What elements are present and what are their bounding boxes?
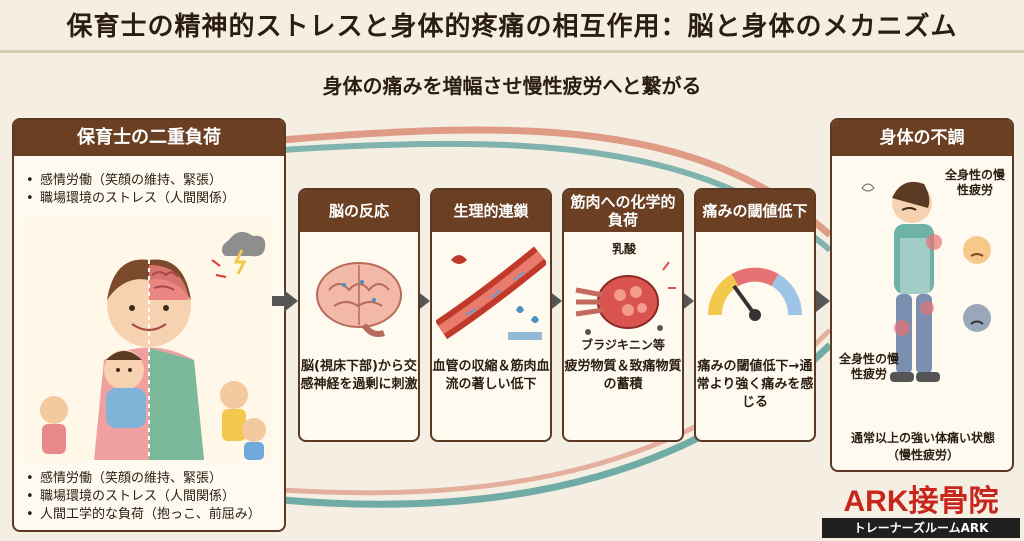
top-bullet-list: 感情労働（笑顔の維持、緊張） 職場環境のストレス（人間関係） [20, 172, 235, 208]
pain-threshold-step: 痛みの閾値低下 痛みの閾値低下→通常より強く痛みを感じる [694, 188, 816, 442]
chronic-fatigue-label-left: 全身性の慢性疲労 [838, 352, 899, 381]
brain-reaction-text: 脳(視床下部)から交感神経を過剰に刺激 [300, 359, 418, 392]
muscle-fiber-icon [575, 261, 676, 335]
pain-gauge-icon [707, 267, 803, 321]
brain-icon [316, 262, 402, 337]
muscle-chemical-step: 筋肉への化学的負荷 乳酸 ブラジキニン等 疲労物質＆致痛物質の蓄積 [562, 188, 684, 442]
body-state-text: 通常以上の強い体痛い状態（慢性疲労） [850, 431, 995, 462]
bullet-item: 人間工学的な負荷（抱っこ、前屈み） [26, 506, 261, 524]
pain-threshold-text: 痛みの閾値低下→通常より強く痛みを感じる [696, 359, 814, 410]
caregiver-illustration [24, 220, 274, 460]
lactic-acid-label: 乳酸 [611, 242, 636, 256]
tired-worker-illustration [861, 181, 991, 382]
brand-subtitle: トレーナーズルームARK [822, 518, 1020, 538]
flow-arrow-icon [272, 290, 298, 312]
title-divider [0, 50, 1024, 53]
dual-burden-panel: 保育士の二重負荷 感情労働（笑顔の維持、緊張） 職場環境のストレス（人間関係） … [12, 118, 286, 532]
pain-threshold-heading: 痛みの閾値低下 [696, 190, 814, 232]
blood-vessel-icon [436, 246, 546, 340]
physiological-chain-step: 生理的連鎖 血管の収縮＆筋肉血流の著しい低下 [430, 188, 552, 442]
bullet-item: 職場環境のストレス（人間関係） [26, 190, 235, 208]
muscle-chemical-text: 疲労物質＆致痛物質の蓄積 [564, 359, 682, 392]
bottom-bullet-list: 感情労働（笑顔の維持、緊張） 職場環境のストレス（人間関係） 人間工学的な負荷（… [20, 470, 261, 524]
flow-arrow-icon [804, 290, 830, 312]
muscle-chemical-heading: 筋肉への化学的負荷 [564, 190, 682, 232]
body-disorder-heading: 身体の不調 [832, 120, 1012, 156]
brand-logo: ARK接骨院 [843, 485, 999, 518]
page-subtitle: 身体の痛みを増幅させ慢性疲労へと繋がる [322, 74, 702, 98]
dual-burden-heading: 保育士の二重負荷 [14, 120, 284, 156]
physiological-chain-heading: 生理的連鎖 [432, 190, 550, 232]
physiological-chain-text: 血管の収縮＆筋肉血流の著しい低下 [432, 359, 550, 392]
brain-reaction-step: 脳の反応 脳(視床下部)から交感神経を過剰に刺激 [298, 188, 420, 442]
bullet-item: 感情労働（笑顔の維持、緊張） [26, 470, 261, 488]
brain-reaction-heading: 脳の反応 [300, 190, 418, 232]
page-title: 保育士の精神的ストレスと身体的疼痛の相互作用：脳と身体のメカニズム [66, 12, 958, 42]
bullet-item: 感情労働（笑顔の維持、緊張） [26, 172, 235, 190]
bradykinin-label: ブラジキニン等 [581, 338, 665, 352]
bullet-item: 職場環境のストレス（人間関係） [26, 488, 261, 506]
body-disorder-panel: 身体の不調 全身性の慢性疲労 全身性の慢性疲労 通常以上の強い体痛い状態（慢性疲… [830, 118, 1014, 472]
chronic-fatigue-label-top: 全身性の慢性疲労 [944, 168, 1005, 197]
